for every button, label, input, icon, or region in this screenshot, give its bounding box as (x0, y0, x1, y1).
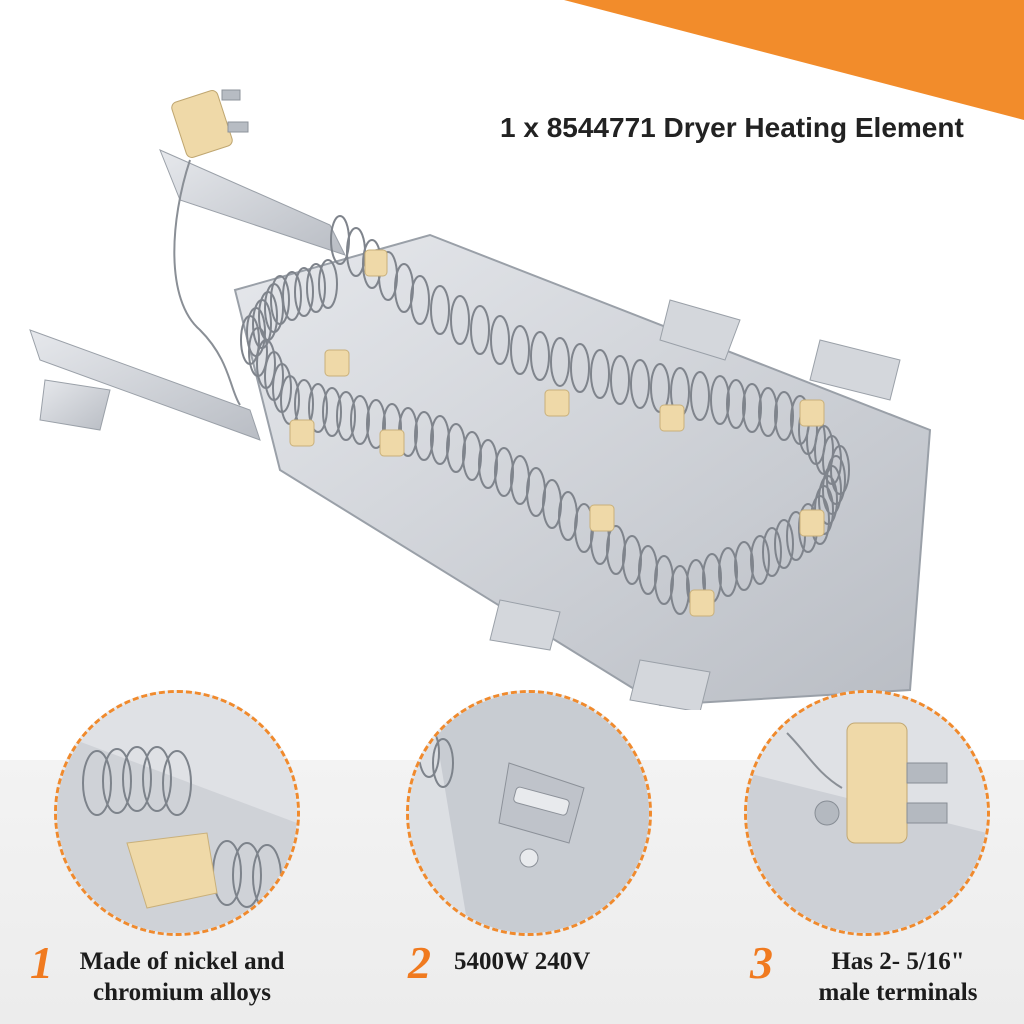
heating-element-image (29, 89, 932, 710)
feature-3-line-2: male terminals (818, 979, 978, 1006)
feature-2-caption: 5400W 240V (454, 946, 654, 977)
product-headline: 1 x 8544771 Dryer Heating Element (500, 112, 964, 143)
feature-2: 2 5400W 240V (382, 690, 682, 1024)
feature-1: 1 Made of nickel and chromium alloys (30, 690, 330, 1024)
feature-1-line-1: Made of nickel and (79, 948, 285, 975)
feature-3-line-1: Has 2- 5/16" (831, 948, 965, 975)
feature-3: 3 Has 2- 5/16" male terminals (720, 690, 1020, 1024)
feature-3-closeup (744, 690, 990, 936)
feature-3-number: 3 (750, 937, 773, 988)
feature-1-closeup (54, 690, 300, 936)
feature-2-line-1: 5400W 240V (454, 948, 591, 975)
orange-corner-accent (564, 0, 1024, 120)
feature-1-number: 1 (30, 937, 53, 988)
feature-2-number: 2 (408, 937, 431, 988)
feature-2-closeup (406, 690, 652, 936)
feature-1-line-2: chromium alloys (92, 979, 271, 1006)
feature-3-caption: Has 2- 5/16" male terminals (778, 946, 1018, 1008)
feature-1-caption: Made of nickel and chromium alloys (52, 946, 312, 1008)
